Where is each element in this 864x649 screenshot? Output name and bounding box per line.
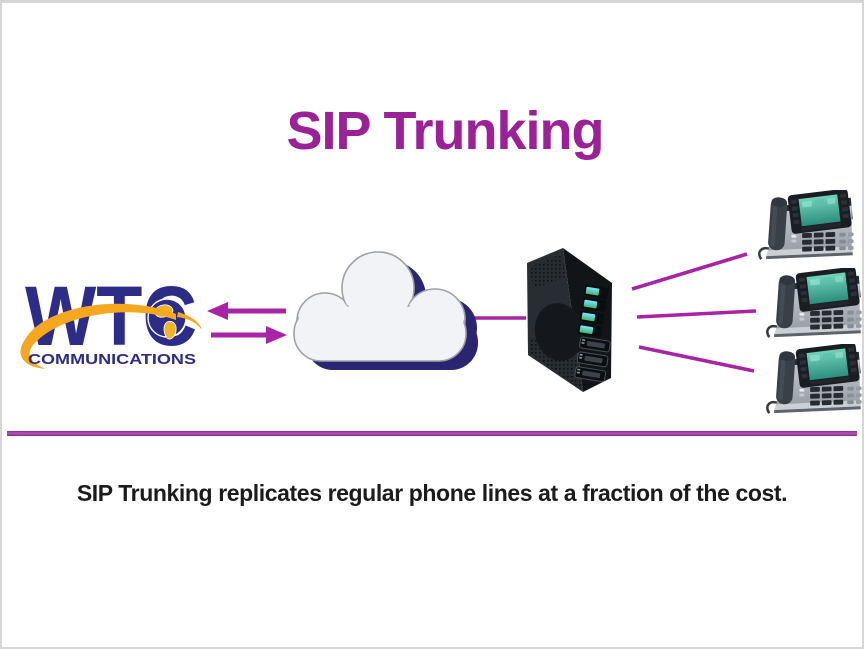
arrow-right-icon <box>211 326 287 344</box>
page-title: SIP Trunking <box>286 101 604 161</box>
ip-phone-icon <box>764 268 864 340</box>
wtc-logo-acronym: WTC <box>25 276 197 363</box>
ip-phone-icon <box>764 344 864 416</box>
pbx-server-icon <box>527 248 612 392</box>
wtc-logo-subtext: COMMUNICATIONS <box>28 351 196 368</box>
wtc-logo: WTC COMMUNICATIONS <box>20 276 202 369</box>
swoosh <box>20 303 176 369</box>
caption: SIP Trunking replicates regular phone li… <box>76 480 788 506</box>
cloud-icon <box>293 251 478 370</box>
connector-server-phone3 <box>638 345 755 373</box>
arrow-left-icon <box>207 302 286 320</box>
ip-phone-icon <box>756 190 858 262</box>
connector-server-phone1 <box>631 252 748 291</box>
swoosh-tail <box>177 312 202 330</box>
divider-line <box>7 431 857 436</box>
connector-server-phone2 <box>636 309 757 319</box>
